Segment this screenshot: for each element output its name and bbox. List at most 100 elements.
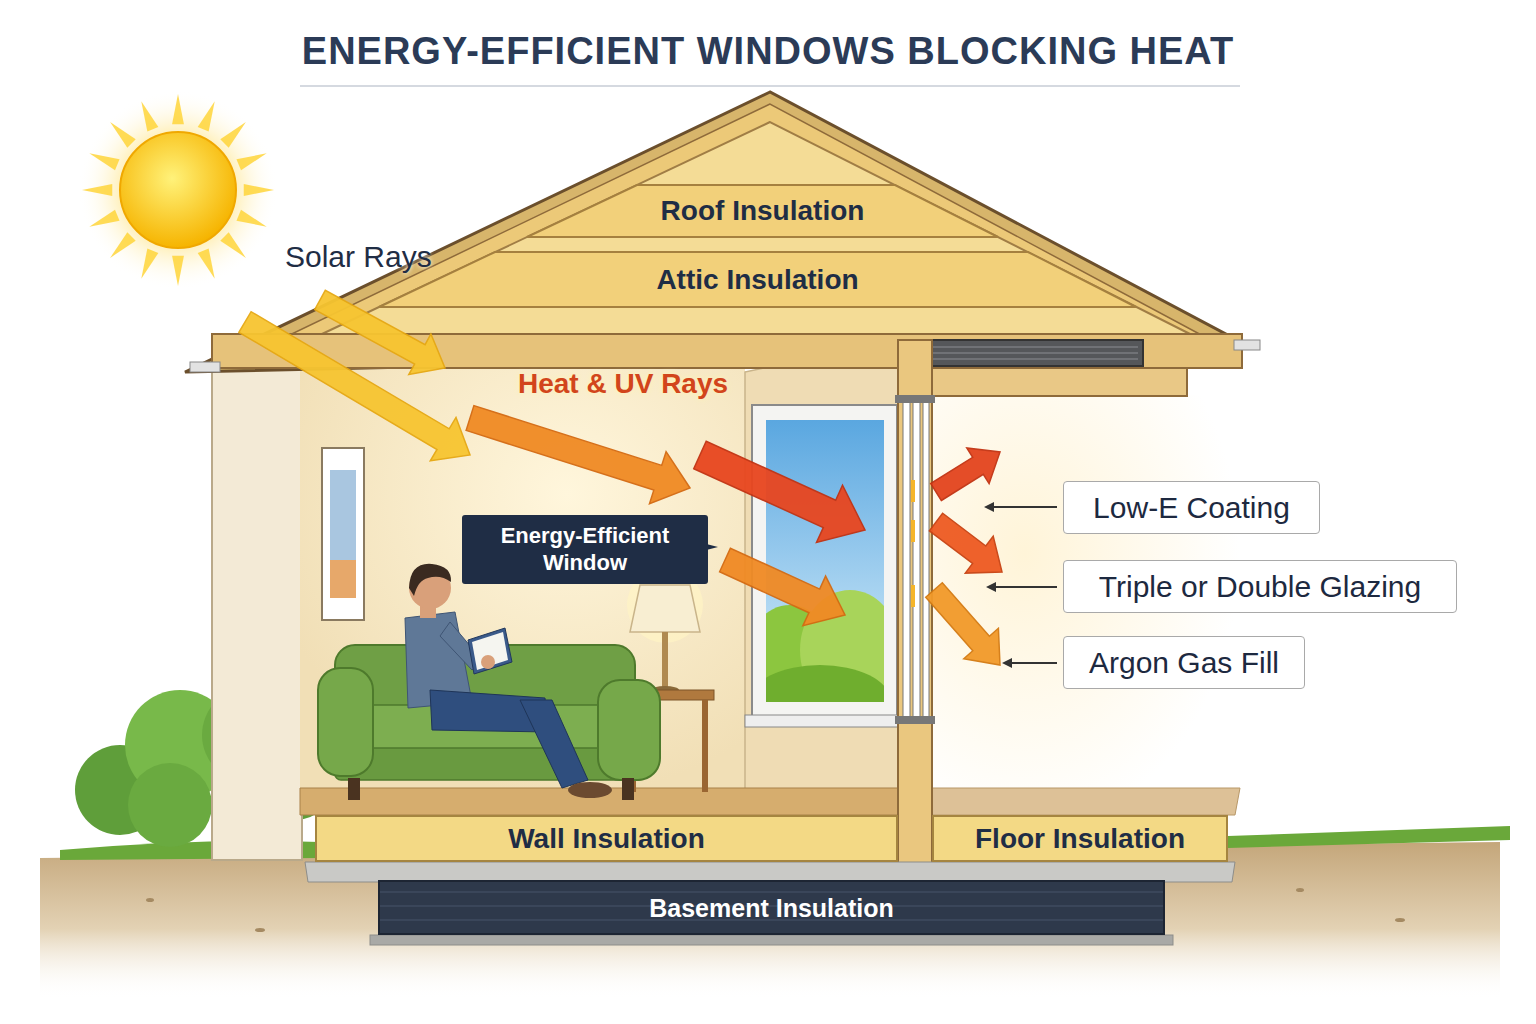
band-shape bbox=[379, 252, 1136, 307]
sun-ray bbox=[198, 101, 215, 131]
illustration-polygon bbox=[984, 502, 994, 512]
sun-ray bbox=[82, 184, 112, 196]
callout-box: Argon Gas Fill bbox=[1063, 636, 1305, 689]
attic-insulation-band: Attic Insulation bbox=[379, 252, 1136, 307]
illustration-rect bbox=[622, 778, 634, 800]
sun-ray bbox=[220, 232, 246, 258]
illustration-polygon bbox=[630, 585, 700, 632]
rays-label: Heat & UV Rays bbox=[518, 368, 728, 400]
illustration-path bbox=[930, 347, 1138, 359]
node-text: Wall Insulation bbox=[508, 822, 705, 856]
ray-arrow bbox=[239, 312, 470, 461]
illustration-line bbox=[992, 506, 1057, 508]
illustration-circle bbox=[128, 763, 212, 847]
illustration-rect bbox=[911, 480, 915, 502]
illustration-rect bbox=[911, 520, 915, 542]
illustration-rect bbox=[903, 400, 910, 720]
illustration-ellipse bbox=[766, 665, 884, 702]
window-label-box: Energy-Efficient Window bbox=[462, 515, 708, 584]
illustration-rect bbox=[913, 400, 920, 720]
sun-ray bbox=[244, 184, 274, 196]
sun-ray bbox=[141, 101, 158, 131]
basement-insulation-band: Basement Insulation bbox=[378, 880, 1165, 935]
leader-lines bbox=[683, 502, 1057, 668]
rays-label: Solar Rays bbox=[285, 240, 432, 274]
illustration-rect bbox=[190, 362, 220, 372]
sun-ray bbox=[110, 232, 136, 258]
sun-ray bbox=[236, 210, 266, 227]
sun-disc bbox=[120, 132, 236, 248]
diagram-title: ENERGY-EFFICIENT WINDOWS BLOCKING HEAT bbox=[0, 30, 1536, 73]
node-text: Roof Insulation bbox=[661, 194, 865, 228]
title-rule bbox=[300, 85, 1240, 87]
illustration-ellipse bbox=[1395, 918, 1405, 922]
illustration-polygon bbox=[1002, 658, 1012, 668]
ray-arrows bbox=[239, 290, 1002, 665]
illustration-rect bbox=[1234, 340, 1260, 350]
illustration-rect bbox=[662, 632, 668, 690]
illustration-rect bbox=[702, 700, 708, 792]
illustration-path bbox=[409, 564, 451, 596]
illustration-path bbox=[520, 700, 588, 788]
illustration-line bbox=[1010, 662, 1057, 664]
sun-ray bbox=[172, 94, 184, 124]
illustration-polygon bbox=[185, 92, 1252, 372]
illustration-rect bbox=[318, 668, 373, 776]
illustration-path bbox=[1228, 826, 1510, 848]
node-text: Argon Gas Fill bbox=[1089, 645, 1279, 681]
sun-ray bbox=[220, 122, 246, 148]
illustration-rect bbox=[300, 365, 745, 795]
ray-arrow bbox=[931, 448, 1000, 501]
node-text: Triple or Double Glazing bbox=[1099, 569, 1421, 605]
illustration-polygon bbox=[472, 632, 508, 670]
illustration-path bbox=[40, 842, 1500, 1000]
ray-arrow bbox=[466, 406, 690, 504]
illustration-ellipse bbox=[255, 928, 265, 932]
roof-insulation-band: Roof Insulation bbox=[527, 185, 998, 237]
node-text: Floor Insulation bbox=[975, 822, 1185, 856]
sun-ray bbox=[89, 210, 119, 227]
callout-box: Low-E Coating bbox=[1063, 481, 1320, 534]
callout-box: Triple or Double Glazing bbox=[1063, 560, 1457, 613]
illustration-rect bbox=[330, 560, 356, 598]
ray-arrow bbox=[694, 441, 865, 542]
node-text: Low-E Coating bbox=[1093, 490, 1290, 526]
node-text: Basement Insulation bbox=[649, 893, 894, 923]
foundation bbox=[305, 862, 1235, 945]
ray-arrow bbox=[926, 583, 1000, 665]
illustration-rect bbox=[212, 365, 302, 860]
illustration-rect bbox=[923, 400, 929, 720]
wall-post bbox=[895, 340, 935, 865]
sun-ray bbox=[89, 153, 119, 170]
reading-man bbox=[405, 564, 612, 798]
illustration-polygon bbox=[986, 582, 996, 592]
wall-insulation-band: Wall Insulation bbox=[315, 815, 898, 862]
ray-arrow bbox=[720, 548, 845, 626]
illustration-line bbox=[994, 586, 1057, 588]
illustration-rect bbox=[212, 334, 1242, 368]
illustration-circle bbox=[78, 90, 278, 290]
band-shape bbox=[527, 185, 998, 237]
illustration-rect bbox=[348, 778, 360, 800]
sun-ray bbox=[198, 248, 215, 278]
illustration-rect bbox=[898, 340, 932, 865]
illustration-rect bbox=[911, 585, 915, 607]
illustration-rect bbox=[370, 935, 1173, 945]
illustration-rect bbox=[895, 716, 935, 724]
illustration-polygon bbox=[468, 628, 512, 674]
illustration-ellipse bbox=[1296, 888, 1304, 892]
illustration-rect bbox=[330, 470, 356, 598]
sun-ray bbox=[172, 256, 184, 286]
illustration-polygon bbox=[932, 788, 1240, 815]
illustration-rect bbox=[322, 448, 364, 620]
illustration-polygon bbox=[305, 862, 1235, 882]
illustration-rect bbox=[745, 715, 905, 727]
illustration-polygon bbox=[322, 122, 1190, 334]
illustration-rect bbox=[932, 368, 1187, 396]
illustration-ellipse bbox=[568, 782, 612, 798]
sun bbox=[78, 90, 278, 290]
sun-ray bbox=[236, 153, 266, 170]
sun-ray bbox=[110, 122, 136, 148]
ray-arrow bbox=[929, 513, 1002, 573]
